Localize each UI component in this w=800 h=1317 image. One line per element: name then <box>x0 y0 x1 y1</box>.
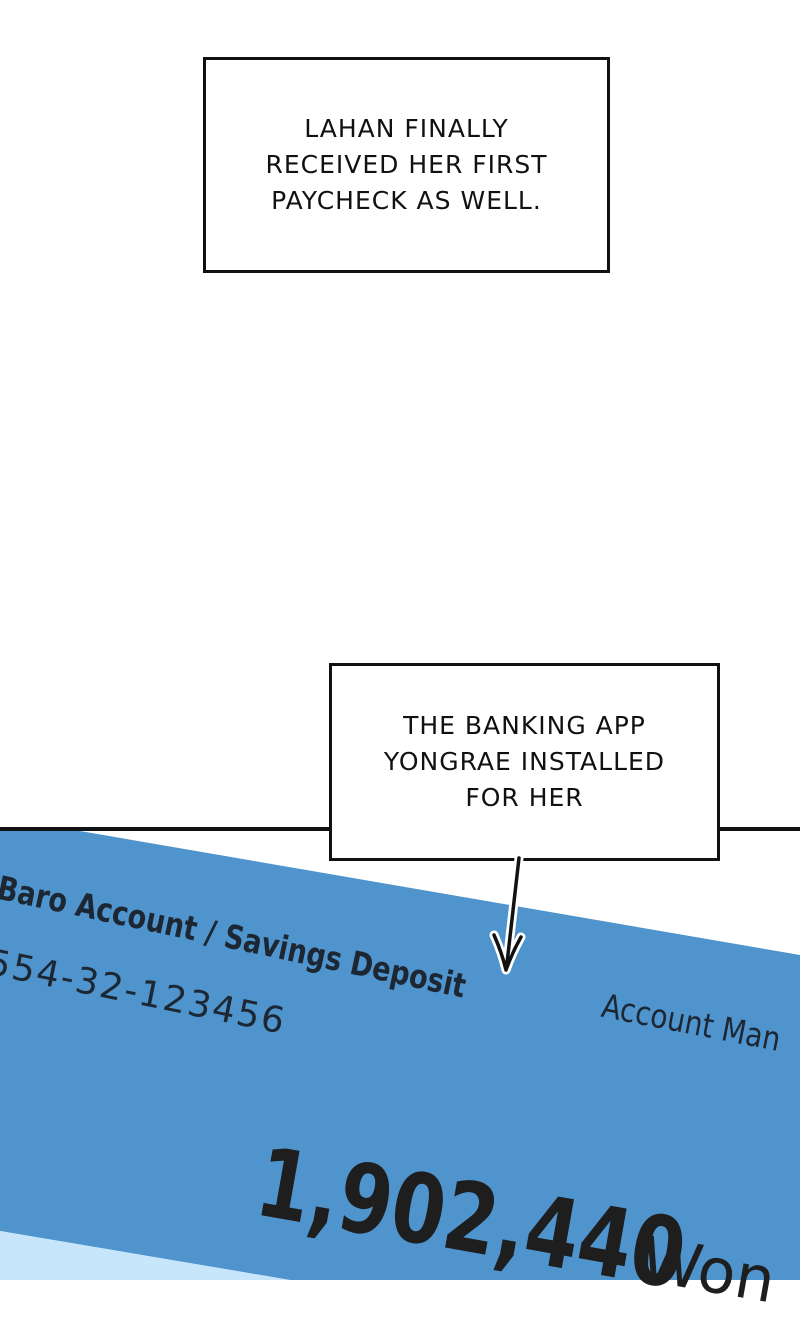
arrow-down-icon <box>489 855 526 975</box>
caption-text: THE BANKING APP YONGRAE INSTALLED FOR HE… <box>383 711 666 812</box>
narration-text: LAHAN FINALLY RECEIVED HER FIRST PAYCHEC… <box>265 114 548 215</box>
narration-caption-box: LAHAN FINALLY RECEIVED HER FIRST PAYCHEC… <box>203 57 610 273</box>
caption-box-banking-app: THE BANKING APP YONGRAE INSTALLED FOR HE… <box>329 663 720 861</box>
